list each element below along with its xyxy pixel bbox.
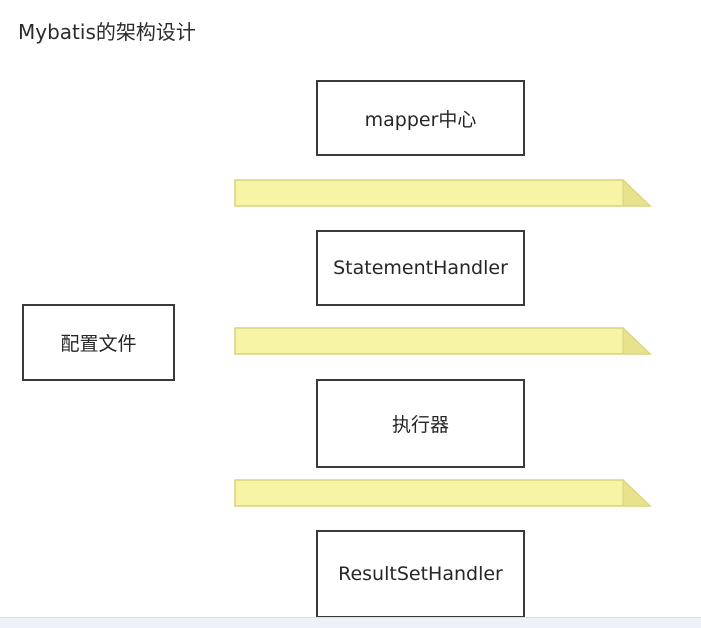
separator-band-shape [234,179,652,207]
page-bottom-edge [0,617,701,628]
separator-band-shape [234,327,652,355]
statement-handler-label: StatementHandler [333,257,508,279]
mapper-center-label: mapper中心 [364,108,477,131]
executor-label: 执行器 [391,414,449,436]
layer-separator-band [234,179,652,207]
page-title: Mybatis的架构设计 [18,20,196,44]
separator-band-shape [234,479,652,507]
result-set-handler-label: ResultSetHandler [338,563,503,585]
statement-handler-box: StatementHandler [316,230,525,306]
layer-separator-band [234,479,652,507]
executor-box: 执行器 [316,379,525,468]
result-set-handler-box: ResultSetHandler [316,530,525,618]
layer-separator-band [234,327,652,355]
config-file-box: 配置文件 [22,304,175,381]
mapper-center-box: mapper中心 [316,80,525,156]
config-file-label: 配置文件 [60,333,137,355]
